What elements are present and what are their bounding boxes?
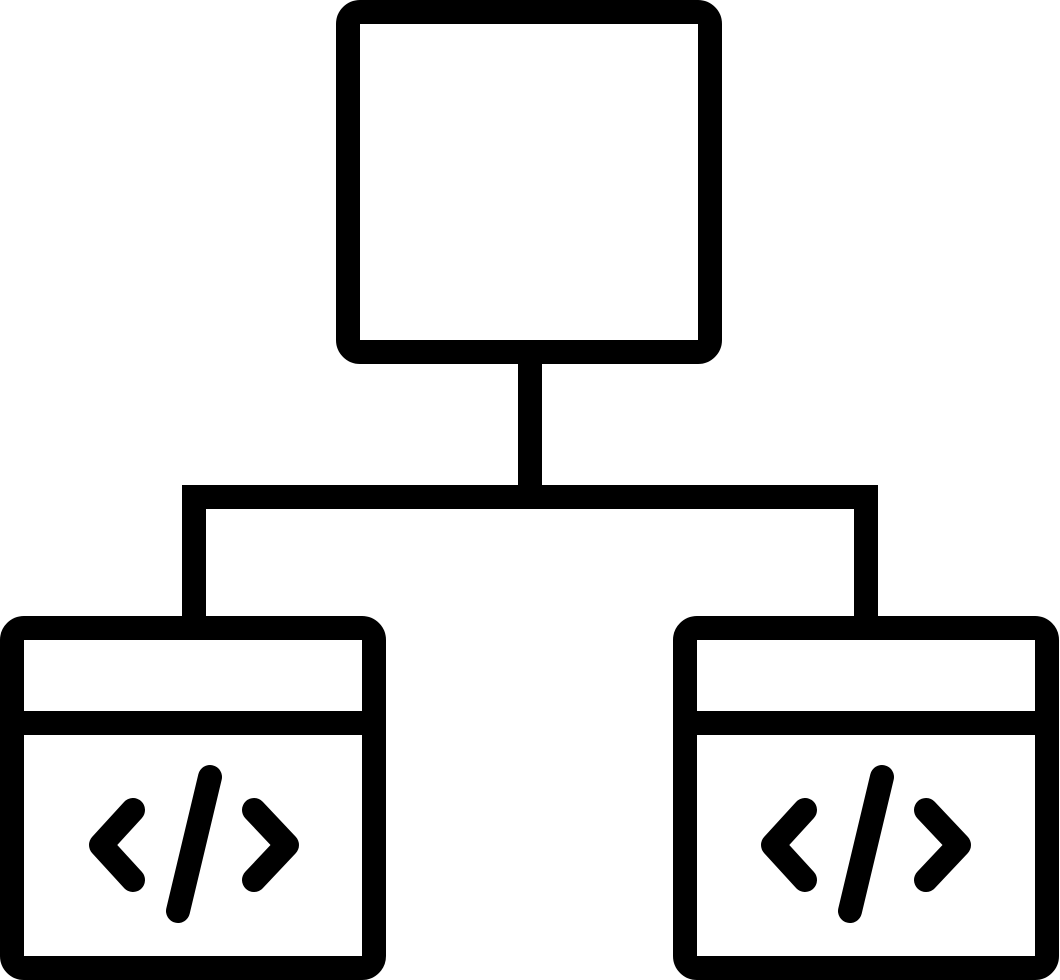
branch-connector [182, 485, 878, 628]
right-angle-bracket-open [761, 798, 817, 892]
right-code-brackets-icon [761, 765, 971, 923]
connector-lines [182, 352, 878, 628]
right-code-slash [838, 765, 894, 923]
right-angle-bracket-close [914, 798, 971, 892]
parent-node-icon [336, 0, 722, 364]
left-code-window-icon [0, 616, 386, 980]
left-code-slash [166, 765, 222, 923]
left-code-brackets-icon [89, 765, 299, 923]
left-angle-bracket-open [89, 798, 145, 892]
left-angle-bracket-close [242, 798, 299, 892]
parent-node-frame [336, 0, 722, 364]
right-code-window-icon [673, 616, 1059, 980]
left-window-frame [0, 616, 386, 980]
right-window-frame [673, 616, 1059, 980]
